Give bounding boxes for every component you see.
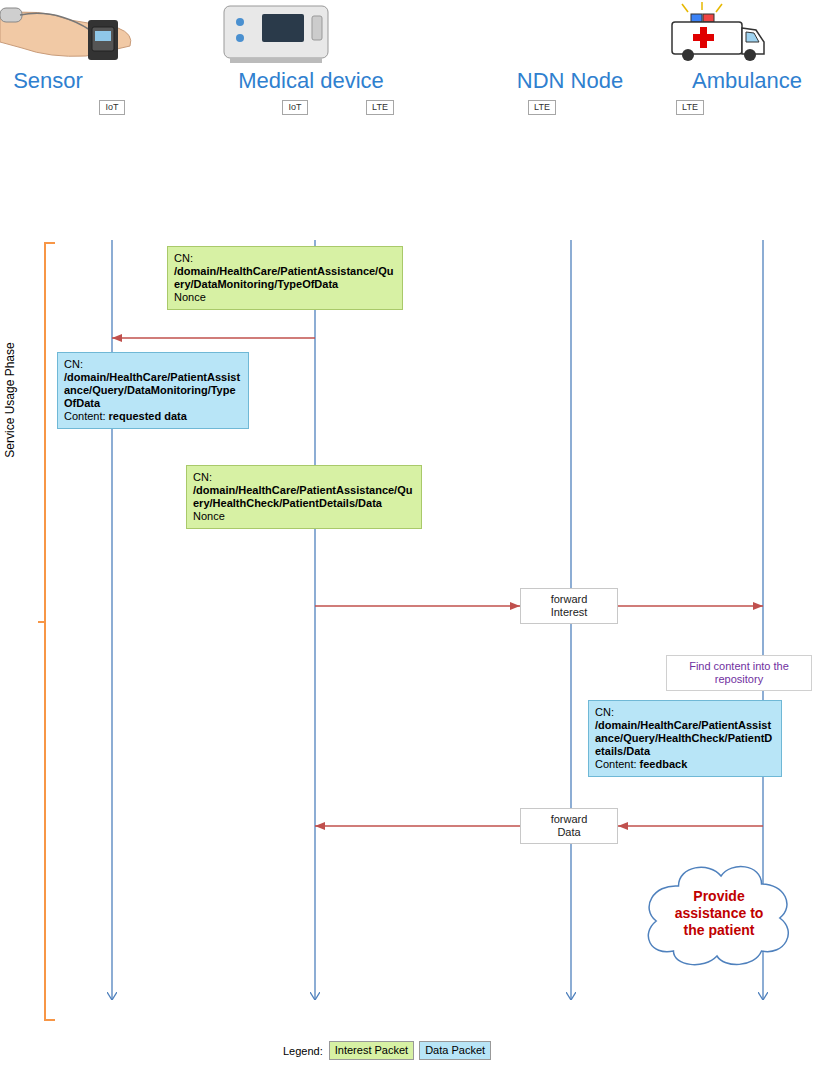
siren-light <box>703 14 714 22</box>
finger-probe <box>0 8 22 22</box>
participant-name: Sensor <box>13 68 83 94</box>
legend-text: Data Packet <box>425 1044 485 1056</box>
wheel <box>744 49 756 61</box>
legend-text: Interest Packet <box>335 1044 408 1056</box>
field-label: Content: <box>595 758 637 770</box>
device-body <box>224 6 328 58</box>
probe-wire <box>20 13 90 30</box>
monitor-screen <box>95 31 111 41</box>
participant-header: Medical deviceIoT LTE <box>234 68 398 116</box>
interface-label: LTE <box>682 102 698 112</box>
field-label: CN: <box>193 471 415 484</box>
box-text: Find content into the repository <box>689 660 789 686</box>
siren-ray <box>716 4 722 12</box>
participant-name: Ambulance <box>692 68 802 94</box>
content-name: /domain/HealthCare/PatientAssistance/Que… <box>174 265 396 291</box>
device-panel <box>312 16 322 40</box>
message-arrow <box>315 825 520 827</box>
ambulance-illustration <box>672 2 764 61</box>
content-name: /domain/HealthCare/PatientAssistance/Que… <box>193 484 415 510</box>
device-knob <box>236 34 244 42</box>
phase-bracket <box>38 243 55 1020</box>
interface-label: LTE <box>534 102 550 112</box>
content-name: /domain/HealthCare/PatientAssistance/Que… <box>64 371 242 410</box>
wheel <box>682 49 694 61</box>
participant-name: Medical device <box>238 68 384 94</box>
ambulance-window <box>746 32 759 42</box>
box-text: forward Interest <box>539 593 599 619</box>
action-note: Find content into the repository <box>666 655 812 691</box>
outcome-text: Provide assistance to the patient <box>672 888 766 939</box>
red-cross <box>693 34 714 41</box>
legend-swatch: Interest Packet <box>329 1041 414 1060</box>
forward-box: forward Interest <box>520 588 618 624</box>
interface-tag: LTE <box>676 100 704 115</box>
wrist-band <box>88 20 118 60</box>
participant-header: SensorIoT <box>9 68 128 116</box>
ambulance-body <box>672 22 742 54</box>
interface-label: LTE <box>372 102 388 112</box>
device-base <box>230 58 322 63</box>
sensor-illustration <box>0 8 131 60</box>
message-arrow <box>618 825 763 827</box>
message-arrow <box>618 605 763 607</box>
device-screen <box>262 14 304 42</box>
lifeline <box>314 240 315 1000</box>
device-knob <box>236 18 244 26</box>
interest-packet: CN:/domain/HealthCare/PatientAssistance/… <box>186 465 422 529</box>
box-text: forward Data <box>539 813 599 839</box>
interface-tag: LTE <box>528 100 556 115</box>
legend-swatch: Data Packet <box>419 1041 491 1060</box>
message-arrow <box>112 337 315 339</box>
legend-title: Legend: <box>283 1045 323 1057</box>
cloud-outline <box>648 867 788 965</box>
content-name: /domain/HealthCare/PatientAssistance/Que… <box>595 719 775 758</box>
participant-header: AmbulanceLTE <box>672 68 806 116</box>
outcome-cloud: Provide assistance to the patient <box>638 856 800 971</box>
participant-name: NDN Node <box>517 68 623 94</box>
siren-ray <box>701 2 703 10</box>
field-label: CN: <box>64 358 242 371</box>
siren-ray <box>682 4 688 12</box>
interface-label: IoT <box>288 102 301 112</box>
interface-label: IoT <box>105 102 118 112</box>
field-label: CN: <box>174 252 396 265</box>
interface-tag: IoT <box>282 100 307 115</box>
siren-light <box>691 14 702 22</box>
legend: Legend: Interest Packet Data Packet <box>283 1041 496 1060</box>
interface-tag: IoT <box>99 100 124 115</box>
message-arrow <box>315 605 520 607</box>
phase-label: Service Usage Phase <box>3 342 17 457</box>
data-packet: CN:/domain/HealthCare/PatientAssistance/… <box>57 352 249 429</box>
interest-packet: CN:/domain/HealthCare/PatientAssistance/… <box>167 246 403 310</box>
medical-device-illustration <box>224 6 328 63</box>
wrist-monitor <box>92 27 114 51</box>
interface-tag: LTE <box>366 100 394 115</box>
field-label: Nonce <box>174 291 396 304</box>
content-value: feedback <box>640 758 688 770</box>
forward-box: forward Data <box>520 808 618 844</box>
content-value: requested data <box>109 410 187 422</box>
field-label: Nonce <box>193 510 415 523</box>
data-packet: CN:/domain/HealthCare/PatientAssistance/… <box>588 700 782 777</box>
field-label: CN: <box>595 706 775 719</box>
content-line: Content:feedback <box>595 758 775 771</box>
participant-header: NDN NodeLTE <box>513 68 627 116</box>
field-label: Content: <box>64 410 106 422</box>
content-line: Content:requested data <box>64 410 242 423</box>
